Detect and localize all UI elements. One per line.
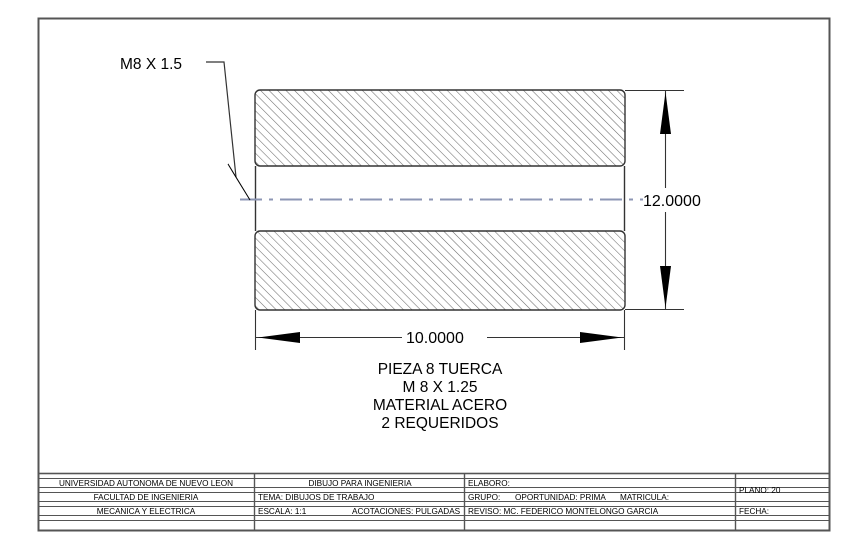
title-plan-number: PLANO: 20 bbox=[739, 486, 781, 495]
leader-arrowhead bbox=[227, 163, 251, 201]
hdim-arrow-left bbox=[258, 332, 300, 343]
title-department: MECANICA Y ELECTRICA bbox=[97, 507, 196, 516]
title-group: GRUPO: bbox=[468, 493, 500, 502]
title-university: UNIVERSIDAD AUTONOMA DE NUEVO LEON bbox=[59, 479, 233, 488]
title-theme: TEMA: DIBUJOS DE TRABAJO bbox=[258, 493, 374, 502]
title-block: UNIVERSIDAD AUTONOMA DE NUEVO LEON FACUL… bbox=[37, 472, 831, 532]
vdim-arrow-bottom bbox=[660, 266, 671, 308]
title-drawing-for: DIBUJO PARA INGENIERIA bbox=[308, 479, 412, 488]
leader-label: M8 X 1.5 bbox=[120, 56, 182, 73]
horizontal-dimension-text: 10.0000 bbox=[406, 330, 464, 347]
title-faculty: FACULTAD DE INGENIERIA bbox=[94, 493, 199, 502]
title-date: FECHA: bbox=[739, 507, 769, 516]
vdim-arrow-top bbox=[660, 92, 671, 134]
title-units: ACOTACIONES: PULGADAS bbox=[352, 507, 461, 516]
hdim-arrow-right bbox=[580, 332, 622, 343]
vertical-dimension-text: 12.0000 bbox=[643, 193, 701, 210]
title-scale: ESCALA: 1:1 bbox=[258, 507, 307, 516]
caption-line-4: 2 REQUERIDOS bbox=[381, 415, 498, 432]
caption-line-2: M 8 X 1.25 bbox=[403, 379, 478, 396]
nut-lower-section bbox=[254, 230, 626, 311]
caption-line-1: PIEZA 8 TUERCA bbox=[378, 361, 503, 378]
title-reviewed-by: REVISO: MC. FEDERICO MONTELONGO GARCIA bbox=[468, 507, 659, 516]
title-opportunity: OPORTUNIDAD: PRIMA bbox=[515, 493, 606, 502]
nut-upper-section bbox=[254, 89, 626, 167]
caption-line-3: MATERIAL ACERO bbox=[373, 397, 507, 414]
title-elaborated-by: ELABORO: bbox=[468, 479, 510, 488]
leader-line bbox=[206, 61, 237, 178]
title-enrollment: MATRICULA: bbox=[620, 493, 669, 502]
